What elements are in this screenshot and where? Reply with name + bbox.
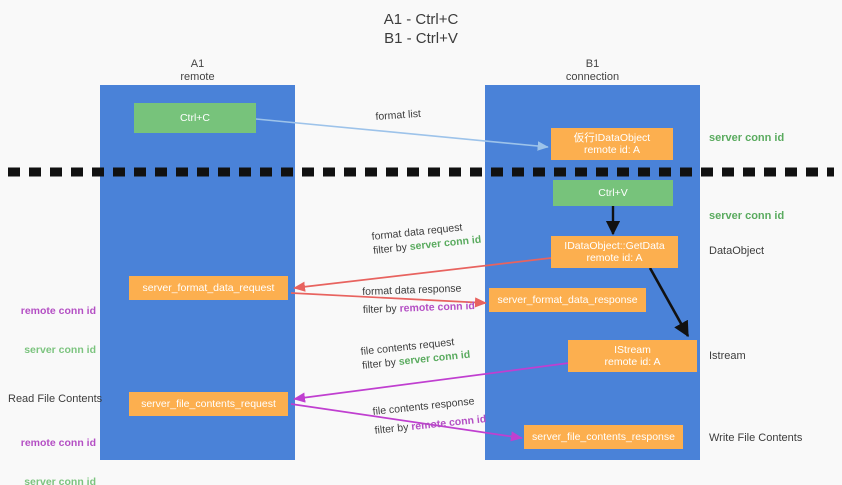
page-title: A1 - Ctrl+C B1 - Ctrl+V	[383, 11, 459, 47]
edge-label-format-data-request: format data request filter by server con…	[371, 219, 482, 258]
node-server-format-data-request[interactable]: server_format_data_request	[129, 276, 288, 300]
column-header-b1: B1 connection	[565, 58, 620, 83]
edge-label-file-contents-request: file contents request filter by server c…	[360, 334, 471, 373]
label-remote-conn-id: remote conn id	[20, 305, 96, 317]
label-server-conn-id-top: server conn id	[709, 132, 785, 144]
node-idataobject-getdata[interactable]: IDataObject::GetData remote id: A	[551, 236, 678, 268]
edge-filter-prefix: filter by	[362, 302, 400, 316]
edge-filter-prefix: filter by	[372, 241, 411, 257]
label-conn-pair-bottom: remote conn id server conn id	[0, 411, 96, 485]
edge-label-file-contents-response: file contents response filter by remote …	[372, 393, 487, 438]
label-read-file-contents: Read File Contents	[8, 393, 103, 405]
label-server-conn-id: server conn id	[24, 344, 96, 356]
label-remote-conn-id: remote conn id	[20, 437, 96, 449]
node-server-file-contents-request[interactable]: server_file_contents_request	[129, 392, 288, 416]
edge-filter-value-remote-conn-id: remote conn id	[399, 300, 476, 315]
edge-label-format-list: format list	[375, 107, 422, 123]
edge-label-format-data-response-line1: format data response	[362, 282, 462, 298]
node-ctrl-v[interactable]: Ctrl+V	[553, 180, 673, 206]
edge-label-format-data-response: format data response filter by remote co…	[362, 281, 475, 317]
label-conn-pair-top: remote conn id server conn id	[0, 279, 96, 383]
node-server-file-contents-response[interactable]: server_file_contents_response	[524, 425, 683, 449]
node-istream[interactable]: IStream remote id: A	[568, 340, 697, 372]
label-server-conn-id: server conn id	[24, 476, 96, 485]
node-ctrl-c[interactable]: Ctrl+C	[134, 103, 256, 133]
label-istream: Istream	[709, 350, 746, 362]
edge-filter-value-remote-conn-id: remote conn id	[410, 413, 487, 433]
column-header-a1: A1 remote	[180, 58, 215, 83]
label-write-file-contents: Write File Contents	[709, 432, 803, 444]
node-idataobject[interactable]: 仮行IDataObject remote id: A	[551, 128, 673, 160]
edge-filter-prefix: filter by	[361, 356, 400, 372]
label-dataobject: DataObject	[709, 245, 765, 257]
edge-filter-prefix: filter by	[374, 421, 412, 437]
label-server-conn-id-mid: server conn id	[709, 210, 785, 222]
node-server-format-data-response[interactable]: server_format_data_response	[489, 288, 646, 312]
